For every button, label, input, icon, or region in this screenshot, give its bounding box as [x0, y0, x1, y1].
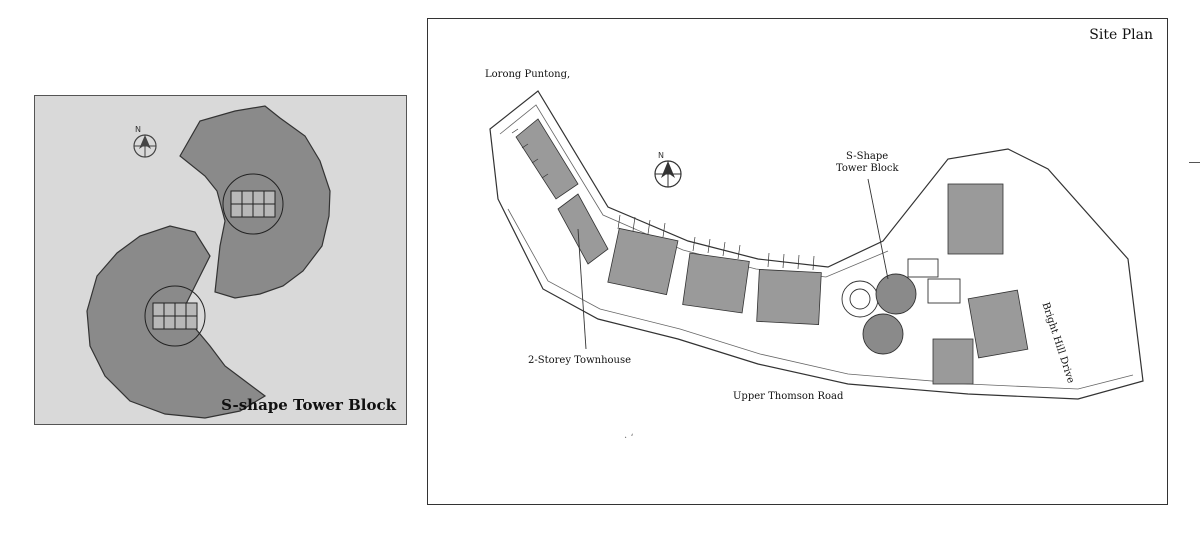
tower-block-panel: N S-shape Tower Block: [34, 95, 407, 425]
upper-core: [222, 173, 284, 235]
lorong-puntong-label: Lorong Puntong,: [485, 69, 571, 80]
lower-core: [144, 285, 206, 347]
s-shape-label-line2: Tower Block: [836, 163, 899, 174]
townhouse-fingers: [511, 128, 815, 271]
north-arrow-icon: N: [133, 125, 157, 158]
site-plan-drawing: N: [489, 90, 1144, 400]
margin-tick: [1189, 162, 1200, 163]
s-shape-label-line1: S-Shape: [846, 151, 889, 162]
tower-block-drawing: N: [86, 105, 331, 419]
townhouse-label: 2-Storey Townhouse: [528, 355, 632, 366]
upper-thomson-road-label: Upper Thomson Road: [733, 391, 844, 402]
townhouse-blocks: [515, 118, 822, 326]
east-blocks: [932, 183, 1029, 385]
site-tower-block: [841, 258, 961, 355]
svg-text:N: N: [658, 151, 664, 160]
site-plan-panel: N: [427, 18, 1168, 505]
site-plan-title: Site Plan: [1089, 27, 1153, 43]
site-north-arrow-icon: N: [654, 151, 682, 188]
svg-text:N: N: [135, 125, 141, 134]
site-boundary: [489, 90, 1144, 400]
tower-block-caption: S-shape Tower Block: [221, 396, 396, 414]
stray-mark: · ʻ: [624, 433, 634, 444]
